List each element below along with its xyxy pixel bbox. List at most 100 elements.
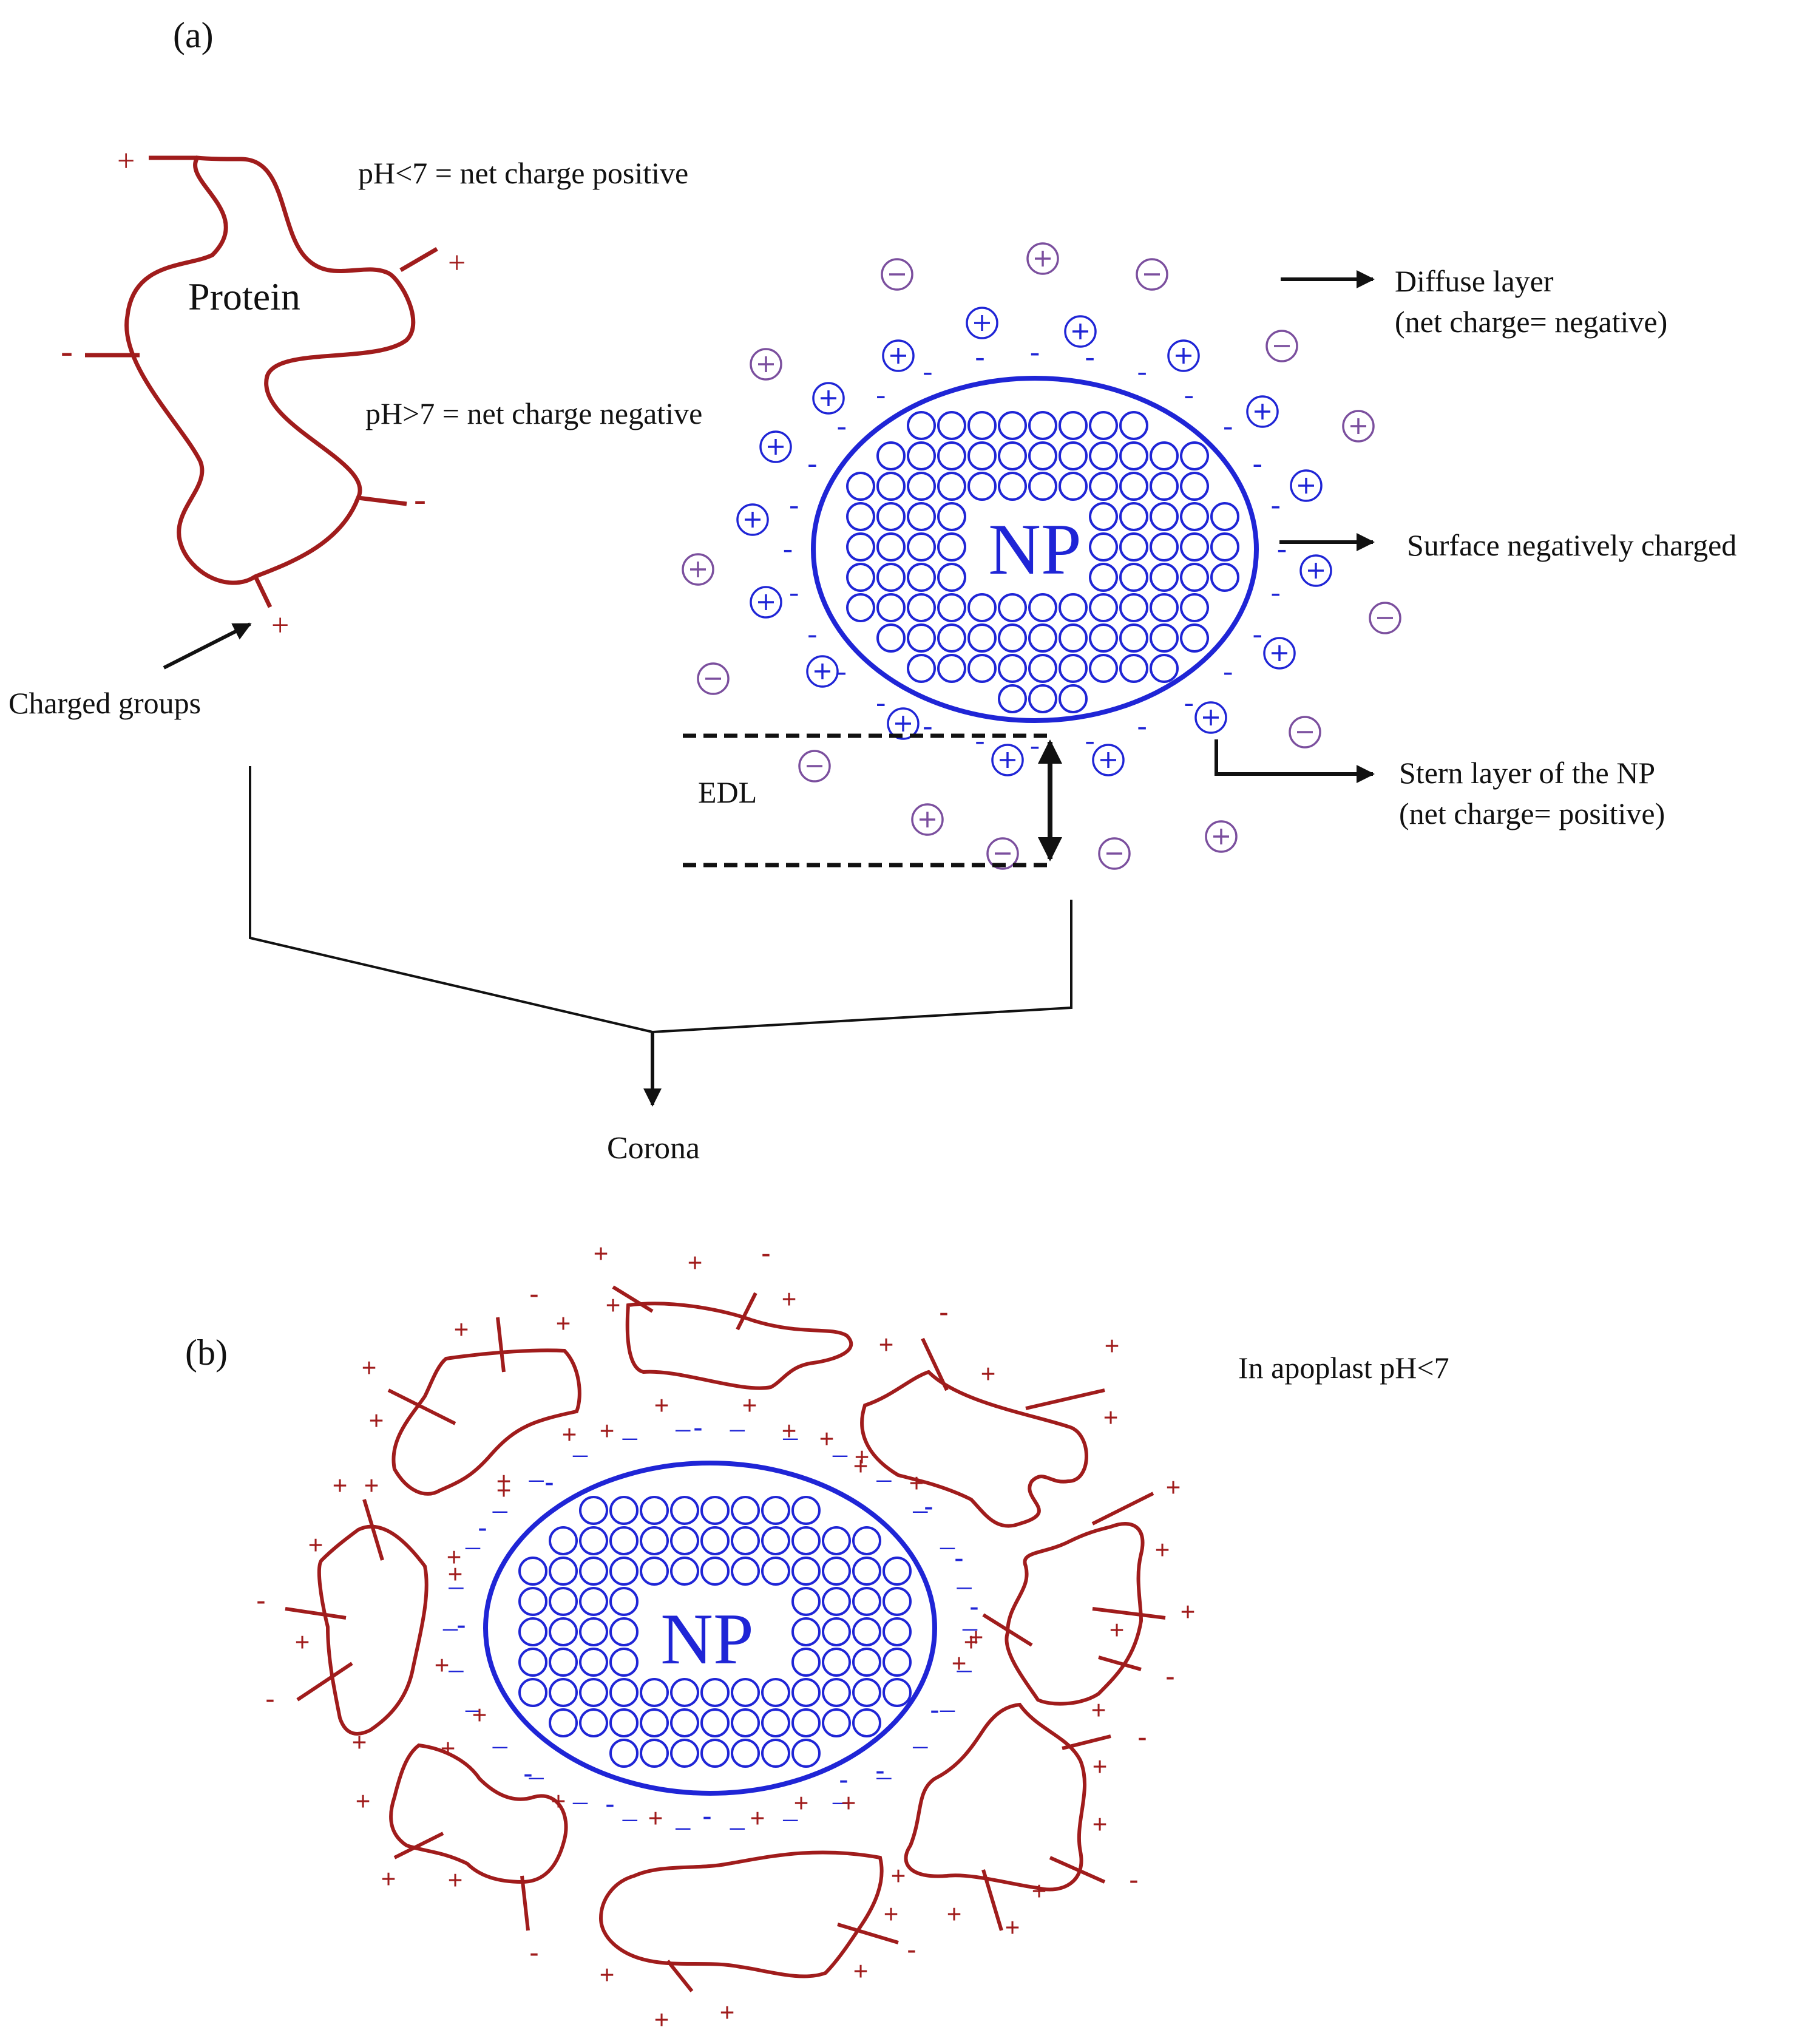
surface-minus-sign: – [912,1493,928,1526]
surface-minus-sign: – [448,1569,464,1601]
inner-minus-sign: - [876,1755,885,1785]
nanoparticle-particle [1119,502,1148,531]
nanoparticle-particle [549,1648,578,1677]
corona-plus-sign: + [841,1788,856,1818]
surface-charges: –––––––––––––––––––––––––––––– [442,1412,978,1842]
inner-plus-sign: + [854,1442,869,1472]
corona-plus-sign: + [496,1467,511,1496]
nanoparticle-particle [1150,593,1179,622]
corona-plus-sign: + [1092,1810,1107,1839]
surface-minus-sign: - [876,686,886,718]
positive-ion-ring [812,382,845,415]
corona-plus-sign: + [1180,1597,1195,1627]
surface-minus-sign: – [442,1611,458,1643]
nanoparticle-particle [883,1557,912,1586]
surface-minus-sign: – [962,1611,978,1643]
nanoparticle-particle [1119,472,1148,501]
negative-ion-ring [1098,837,1131,870]
positive-ion [1064,315,1097,348]
corona-protein [860,1370,1088,1528]
nanoparticle-particle [609,1526,639,1555]
inner-minus-sign: - [545,1467,554,1496]
nanoparticle-particle [1150,654,1179,683]
nanoparticle-particle [609,1708,639,1737]
nanoparticle-particle [1180,563,1209,592]
corona-plus-sign: + [719,1998,734,2028]
corona-minus-sign: - [1130,1864,1139,1894]
corona-plus-sign: + [909,1468,924,1498]
nanoparticle-particle [579,1708,608,1737]
corona-minus-sign: - [530,1937,539,1967]
nanoparticle-particle [609,1617,639,1646]
surface-minus-sign: - [837,655,847,687]
corona-protein [904,1702,1086,1892]
nanoparticle-particle [670,1708,699,1737]
corona-minus-sign: - [762,1238,771,1268]
surface-charge-label: Surface negatively charged [1407,528,1736,562]
corona-plus-sign: + [593,1239,608,1269]
panel-b-label: (b) [185,1333,228,1373]
surface-minus-sign: – [940,1693,955,1725]
nanoparticle-particle [1028,441,1057,470]
nanoparticle-particle [846,472,875,501]
nanoparticle-particle [907,532,936,562]
corona-plus-sign: + [440,1734,455,1764]
inner-plus-sign: + [447,1560,462,1589]
nanoparticle-particle [846,563,875,592]
inner-minus-sign: - [955,1543,964,1572]
nanoparticle-particle [670,1557,699,1586]
nanoparticle-particle [1119,411,1148,440]
apoplast-label: In apoplast pH<7 [1238,1351,1449,1385]
surface-minus-sign: – [622,1421,638,1453]
inner-plus-sign: + [648,1804,663,1833]
protein-minus-sign: - [61,331,73,371]
corona-protein [317,1524,429,1736]
positive-ion-ring [991,744,1024,776]
nanoparticle-particle [1059,472,1088,501]
corona-minus-sign: - [940,1297,949,1326]
nanoparticle-particle [640,1526,669,1555]
nanoparticle-particle [937,654,966,683]
corona-plus-sign: + [1154,1535,1170,1565]
surface-minus-sign: – [529,1462,544,1495]
nanoparticle-particle [640,1496,669,1525]
nanoparticle-particle [549,1526,578,1555]
negative-ion [1136,258,1168,291]
nanoparticle-a-particles [846,411,1239,713]
corona-plus-sign: + [819,1424,834,1454]
nanoparticle-particle [852,1617,881,1646]
inner-minus-sign: - [703,1801,712,1830]
surface-minus-sign: - [807,618,817,650]
protein-charged-groups [85,155,438,608]
nanoparticle-particle [609,1739,639,1768]
positive-ion [1026,242,1059,275]
corona-protein [625,1302,853,1390]
protein-outline [124,155,416,585]
inner-minus-sign: - [606,1788,615,1818]
corona-plus-sign: + [980,1359,995,1389]
positive-ion-ring [966,307,998,339]
corona-plus-sign: + [551,1787,566,1816]
nanoparticle-particle [1119,532,1148,562]
corona-minus-sign: - [1166,1661,1175,1691]
ph-acidic-text: pH<7 = net charge positive [358,156,688,190]
positive-ion [736,503,769,536]
negative-ion-ring [881,258,913,291]
surface-minus-sign: - [789,489,799,521]
corona-plus-sign: + [878,1330,893,1360]
nanoparticle-particle [731,1496,760,1525]
corona-plus-sign: + [561,1420,577,1450]
nanoparticle-particle [1089,472,1118,501]
positive-ion [750,348,782,381]
nanoparticle-particle [670,1739,699,1768]
nanoparticle-particle [518,1557,547,1586]
nanoparticle-particle [1210,502,1239,531]
corona-plus-sign: + [381,1864,396,1894]
corona-plus-sign: + [951,1649,966,1679]
nanoparticle-particle [579,1587,608,1616]
corona-minus-sign: - [907,1934,916,1964]
corona-protein [389,1743,568,1884]
positive-ion-ring [806,655,839,688]
nanoparticle-particle [907,654,936,683]
